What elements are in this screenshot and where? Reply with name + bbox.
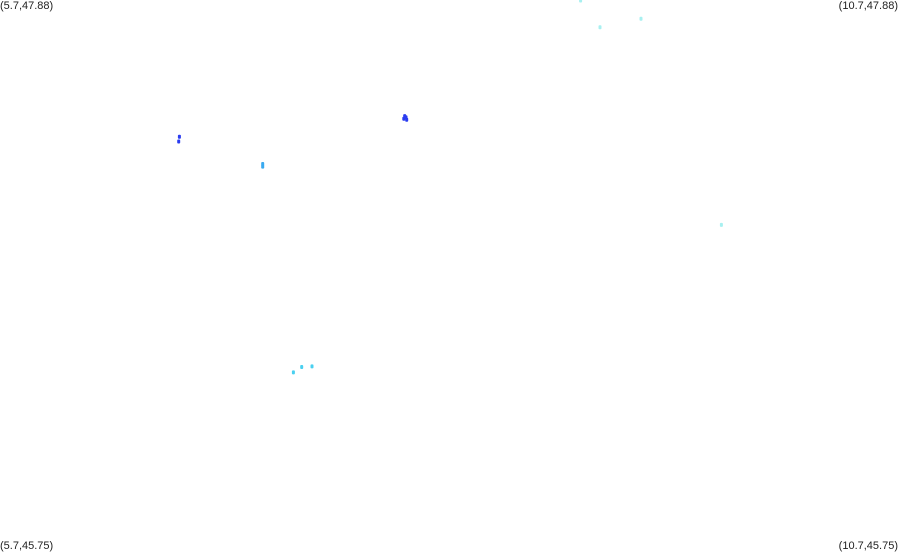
map-point-5 — [177, 139, 181, 144]
map-point-9 — [310, 364, 314, 369]
map-point-8 — [300, 365, 304, 369]
map-point-10 — [291, 370, 295, 375]
corner-coord-top-right: (10.7,47.88) — [838, 0, 898, 12]
map-point-13 — [639, 16, 643, 21]
map-point-7 — [261, 164, 265, 169]
map-point-11 — [719, 222, 723, 227]
map-point-2 — [402, 116, 406, 121]
map-point-12 — [598, 25, 602, 30]
map-point-14 — [579, 0, 583, 3]
corner-coord-bottom-right: (10.7,45.75) — [838, 540, 898, 552]
map-point-4 — [177, 134, 181, 139]
map-point-3 — [405, 117, 409, 122]
corner-coord-bottom-left: (5.7,45.75) — [0, 540, 54, 552]
corner-coord-top-left: (5.7,47.88) — [0, 0, 54, 12]
